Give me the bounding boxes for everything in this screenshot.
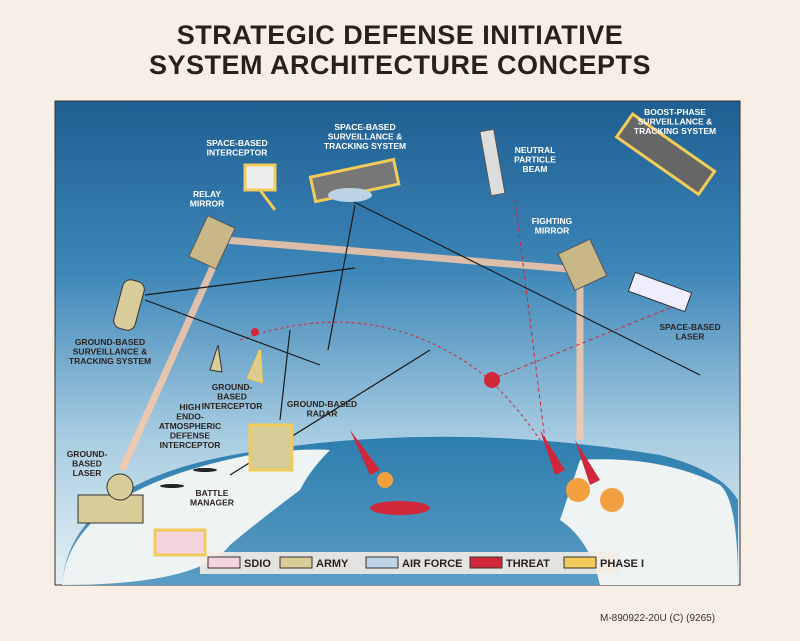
label-line: TRACKING SYSTEM (69, 356, 151, 366)
threat-missiles (251, 328, 624, 515)
legend-swatch (563, 556, 597, 569)
space-based-laser (627, 271, 693, 313)
ground-based-radar (248, 423, 294, 472)
legend-item-phase-i: PHASE I (563, 556, 644, 570)
space-based-interceptor (243, 163, 277, 211)
legend-swatch (279, 556, 313, 569)
label-line: PARTICLE (514, 155, 556, 165)
legend-label: AIR FORCE (402, 558, 463, 570)
label-line: HIGH (179, 402, 200, 412)
ssts-satellite (308, 157, 401, 204)
label-line: GROUND-BASED (75, 337, 145, 347)
label-line: SURVEILLANCE & (638, 117, 712, 127)
label-line: SPACE-BASED (206, 138, 267, 148)
boost-phase-satellite (614, 111, 717, 197)
label-line: GROUND- (67, 449, 108, 459)
label-line: RELAY (193, 189, 221, 199)
legend-item-threat: THREAT (469, 556, 550, 570)
legend-label: ARMY (316, 558, 349, 570)
label-line: BATTLE (196, 488, 229, 498)
legend-swatch (207, 556, 241, 569)
relay-mirror (188, 214, 236, 270)
label-line: MANAGER (190, 498, 234, 508)
label-line: SURVEILLANCE & (328, 132, 402, 142)
legend: SDIO ARMY AIR FORCE THREAT PHASE I (207, 556, 644, 570)
label-line: INTERCEPTOR (207, 148, 268, 158)
label-line: BASED (217, 392, 247, 402)
legend-label: THREAT (506, 558, 550, 570)
legend-item-army: ARMY (279, 556, 349, 570)
label-line: INTERCEPTOR (202, 401, 263, 411)
label-line: SPACE-BASED (659, 322, 720, 332)
earth-land (62, 449, 330, 585)
label-line: NEUTRAL (515, 145, 556, 155)
neutral-particle-beam (479, 128, 506, 197)
label-line: LASER (676, 332, 705, 342)
label-line: ATMOSPHERIC (159, 421, 221, 431)
label-line: TRACKING SYSTEM (324, 141, 406, 151)
label-line: BEAM (522, 164, 547, 174)
label-line: MIRROR (190, 199, 224, 209)
label-line: RADAR (307, 409, 338, 419)
legend-label: SDIO (244, 558, 271, 570)
label-line: DEFENSE (170, 431, 210, 441)
legend-item-air-force: AIR FORCE (365, 556, 463, 570)
interceptor-missiles (160, 344, 264, 488)
legend-item-sdio: SDIO (207, 556, 271, 570)
battle-manager (153, 528, 207, 557)
laser-beam (118, 236, 584, 472)
label-line: FIGHTING (532, 216, 573, 226)
legend-swatch (469, 556, 503, 569)
label-line: BASED (72, 459, 102, 469)
label-line: TRACKING SYSTEM (634, 126, 716, 136)
legend-label: PHASE I (600, 558, 644, 570)
label-line: BOOST-PHASE (644, 107, 706, 117)
missile-trajectory (239, 321, 541, 441)
label-line: LASER (73, 468, 102, 478)
ground-based-laser (77, 473, 144, 524)
title-line-2: SYSTEM ARCHITECTURE CONCEPTS (148, 50, 652, 80)
label-line: ENDO- (176, 412, 204, 422)
legend-swatch (365, 556, 399, 569)
fighting-mirror (557, 238, 608, 291)
label-line: SURVEILLANCE & (73, 347, 147, 357)
title-line-1: STRATEGIC DEFENSE INITIATIVE (176, 20, 624, 50)
label-line: MIRROR (535, 226, 569, 236)
gsts-rocket (113, 279, 145, 331)
reference-number: M-890922-20U (C) (9265) (600, 613, 716, 624)
label-line: GROUND- (212, 382, 253, 392)
label-line: GROUND-BASED (287, 399, 357, 409)
label-line: INTERCEPTOR (160, 440, 221, 450)
label-line: SPACE-BASED (334, 122, 395, 132)
